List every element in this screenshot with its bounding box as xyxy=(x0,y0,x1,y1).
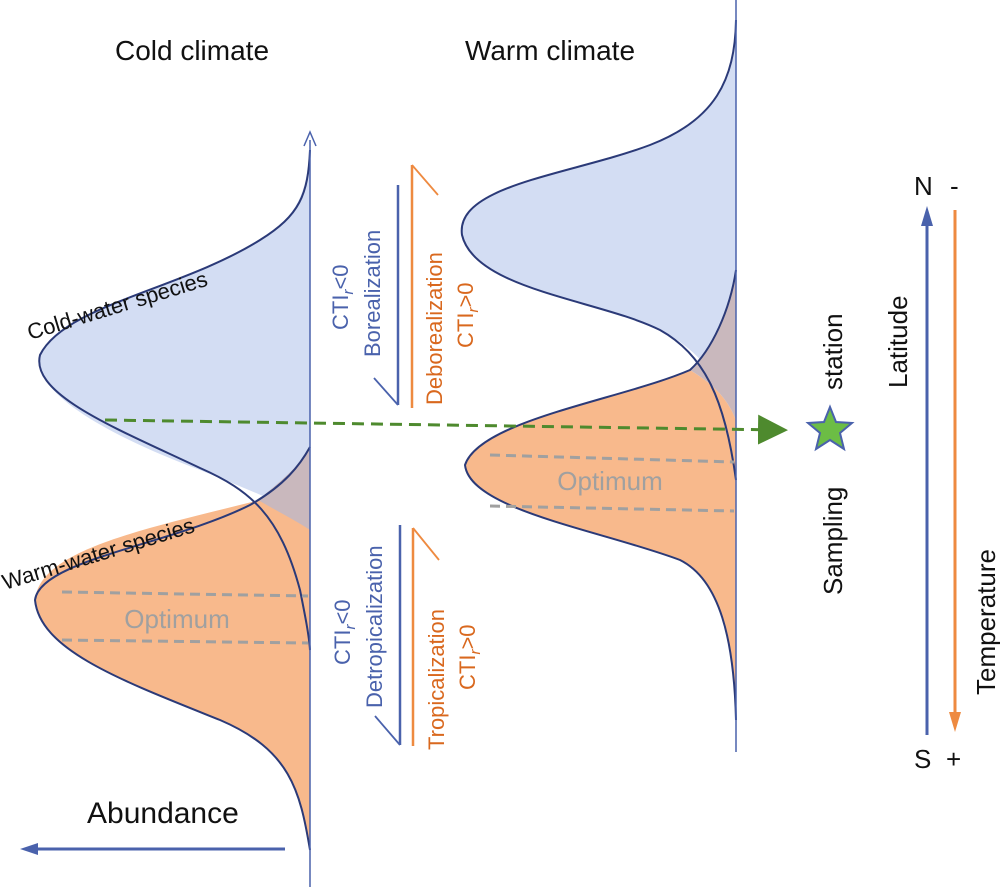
plus-label: + xyxy=(946,744,961,774)
station-label: station xyxy=(818,313,848,390)
south-label: S xyxy=(914,744,931,774)
temperature-arrowhead xyxy=(949,712,961,732)
deborealization-label: Deborealization xyxy=(422,252,447,405)
warm-climate-panel xyxy=(460,0,737,752)
abundance-arrowhead-icon xyxy=(20,843,38,855)
north-label: N xyxy=(914,171,933,201)
top-shift-indicators: CTIr<0 Borealization Deborealization CTI… xyxy=(328,164,482,408)
optimum-label-cold: Optimum xyxy=(124,604,229,634)
optimum-upper-dash-cold xyxy=(61,590,309,598)
deborealization-tick xyxy=(411,164,439,196)
sampling-label: Sampling xyxy=(818,487,848,595)
optimum-lower-dash-warm xyxy=(489,504,735,513)
minus-label: - xyxy=(950,171,959,201)
detropicalization-tick xyxy=(374,715,401,746)
warm-species-fill-cold-climate xyxy=(35,447,310,850)
cti-negative-top-label: CTIr<0 xyxy=(328,264,357,330)
warm-species-curve-warm-climate xyxy=(463,269,737,721)
sampling-station-star-icon xyxy=(805,404,855,452)
latitude-arrowhead xyxy=(921,206,933,226)
detropicalization-label: Detropicalization xyxy=(362,545,387,708)
cold-axis-arrowhead xyxy=(303,130,317,147)
bottom-shift-indicators: CTIr<0 Detropicalization Tropicalization… xyxy=(330,525,484,750)
cold-species-fill-warm-climate xyxy=(461,20,736,420)
optimum-upper-dash-warm xyxy=(489,453,735,464)
tropicalization-label: Tropicalization xyxy=(424,609,449,750)
cold-species-curve-warm-climate xyxy=(460,19,737,481)
warm-climate-title: Warm climate xyxy=(465,35,635,66)
optimum-label-warm: Optimum xyxy=(557,466,662,496)
cold-species-curve-cold-climate xyxy=(38,149,311,651)
borealization-label: Borealization xyxy=(360,230,385,357)
warm-species-curve-cold-climate xyxy=(33,446,311,851)
latitude-temperature-scale: N - S + Latitude Temperature xyxy=(883,171,1000,774)
abundance-label: Abundance xyxy=(87,797,239,830)
cti-positive-bottom-label: CTIr>0 xyxy=(455,624,484,690)
warm-species-fill-warm-climate xyxy=(465,370,736,720)
cti-negative-bottom-label: CTIr<0 xyxy=(330,599,359,665)
cold-climate-panel xyxy=(33,130,317,887)
latitude-label: Latitude xyxy=(883,295,913,388)
tropicalization-tick xyxy=(412,527,440,561)
cti-positive-top-label: CTIr>0 xyxy=(453,282,482,348)
cold-climate-title: Cold climate xyxy=(115,35,269,66)
borealization-tick xyxy=(373,377,399,406)
overlap-fill-warm-climate xyxy=(690,270,736,420)
temperature-label: Temperature xyxy=(971,549,1000,695)
optimum-lower-dash-cold xyxy=(61,638,309,645)
